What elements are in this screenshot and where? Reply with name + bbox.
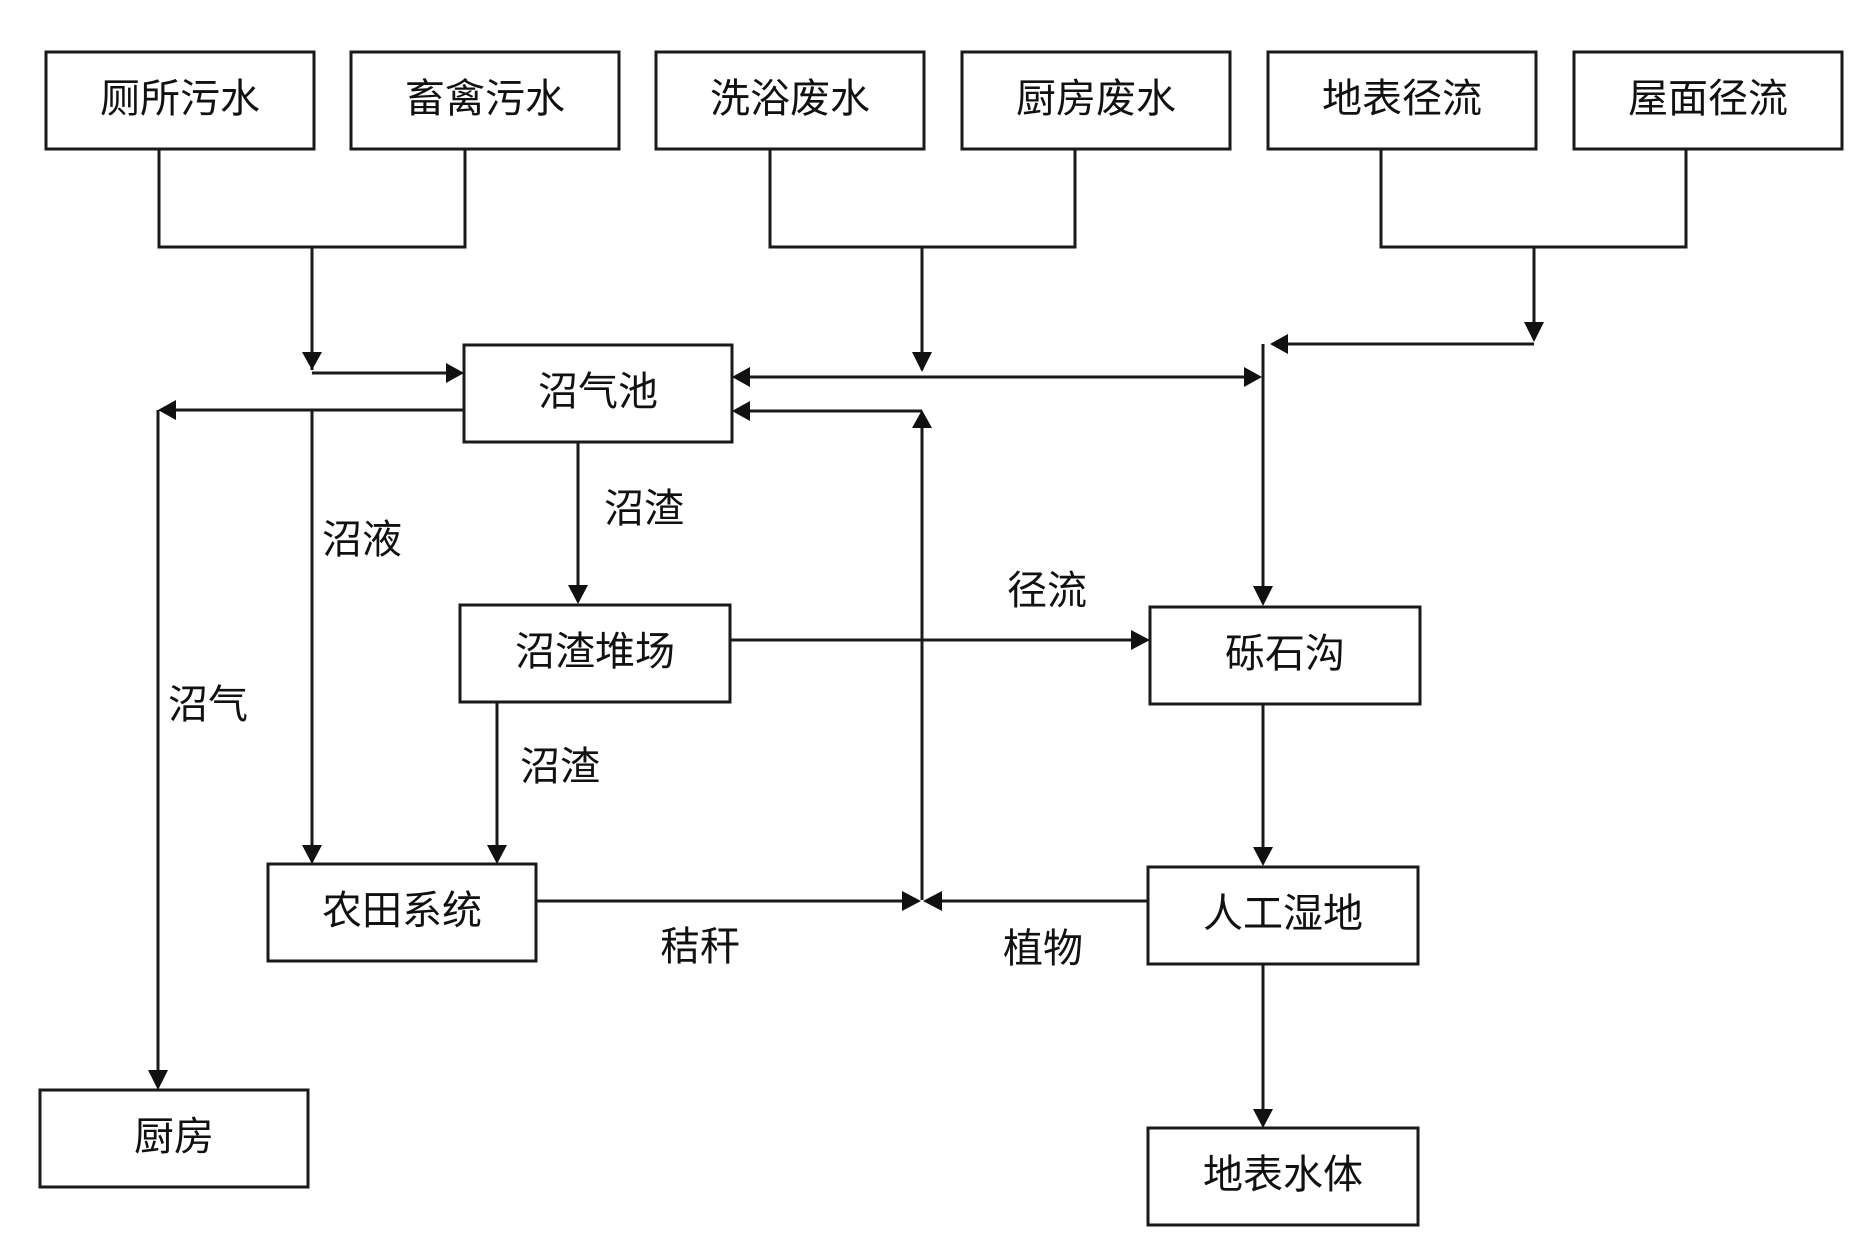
arrowhead xyxy=(487,845,507,864)
arrowhead xyxy=(302,845,322,864)
arrowhead xyxy=(568,585,588,604)
node-surface-water-body-label: 地表水体 xyxy=(1203,1152,1363,1198)
bracket-runoff-pair xyxy=(1379,149,1688,249)
connector-sewage-to-biogas xyxy=(310,247,450,375)
node-kitchen-label: 厨房 xyxy=(134,1114,214,1160)
node-constructed-wetland: 人工湿地 xyxy=(1146,865,1420,966)
node-surface-runoff-label: 地表径流 xyxy=(1322,76,1482,122)
node-toilet-sewage-label: 厕所污水 xyxy=(100,76,260,122)
node-toilet-sewage: 厕所污水 xyxy=(44,50,316,151)
connector-return-to-biogas xyxy=(746,409,924,900)
arrowhead xyxy=(148,1070,168,1090)
node-bathing-wastewater-label: 洗浴废水 xyxy=(710,76,870,122)
node-kitchen-wastewater-label: 厨房废水 xyxy=(1016,76,1176,122)
arrowhead xyxy=(1524,322,1544,342)
node-livestock-sewage: 畜禽污水 xyxy=(349,50,621,151)
label-plants: 植物 xyxy=(1003,926,1083,972)
node-bathing-wastewater: 洗浴废水 xyxy=(654,50,926,151)
label-biogas-residue: 沼渣 xyxy=(604,486,684,532)
arrowhead xyxy=(1253,586,1273,606)
connector-biogas-to-kitchen xyxy=(156,408,464,1072)
arrowhead xyxy=(158,400,176,420)
arrowhead xyxy=(1270,334,1288,354)
arrowhead xyxy=(923,891,942,911)
node-kitchen: 厨房 xyxy=(38,1088,310,1189)
node-surface-water-body: 地表水体 xyxy=(1146,1126,1420,1227)
arrowhead xyxy=(302,352,322,370)
bracket-toilet-livestock xyxy=(157,149,467,249)
node-roof-runoff: 屋面径流 xyxy=(1572,50,1844,151)
node-gravel-ditch-label: 砾石沟 xyxy=(1225,631,1345,677)
arrowhead xyxy=(912,352,932,372)
node-farmland-system-label: 农田系统 xyxy=(322,888,482,934)
arrowhead xyxy=(1131,630,1150,650)
node-kitchen-wastewater: 厨房废水 xyxy=(960,50,1232,151)
node-biogas-tank-label: 沼气池 xyxy=(538,369,658,415)
node-roof-runoff-label: 屋面径流 xyxy=(1628,76,1788,122)
arrowhead xyxy=(446,363,464,383)
arrowhead xyxy=(912,410,932,428)
node-farmland-system: 农田系统 xyxy=(266,862,538,963)
arrowhead xyxy=(732,401,750,421)
arrowhead xyxy=(1253,1109,1273,1128)
node-livestock-sewage-label: 畜禽污水 xyxy=(405,76,565,122)
label-biogas: 沼气 xyxy=(168,682,248,728)
label-straw: 秸秆 xyxy=(660,924,740,970)
arrowhead xyxy=(1253,847,1273,866)
label-runoff: 径流 xyxy=(1007,568,1087,614)
connector-runoff-feed xyxy=(1284,247,1536,346)
node-residue-yard-label: 沼渣堆场 xyxy=(515,629,675,675)
node-residue-yard: 沼渣堆场 xyxy=(458,603,732,704)
bracket-bathing-kitchen xyxy=(768,149,1077,249)
node-gravel-ditch: 砾石沟 xyxy=(1148,605,1422,706)
label-residue-to-farmland: 沼渣 xyxy=(520,744,600,790)
node-surface-runoff: 地表径流 xyxy=(1266,50,1538,151)
label-biogas-slurry: 沼液 xyxy=(322,517,402,563)
arrowhead xyxy=(1244,367,1262,387)
arrowhead xyxy=(902,891,921,911)
node-constructed-wetland-label: 人工湿地 xyxy=(1203,891,1363,937)
arrowhead xyxy=(732,367,750,387)
node-biogas-tank: 沼气池 xyxy=(462,343,734,444)
